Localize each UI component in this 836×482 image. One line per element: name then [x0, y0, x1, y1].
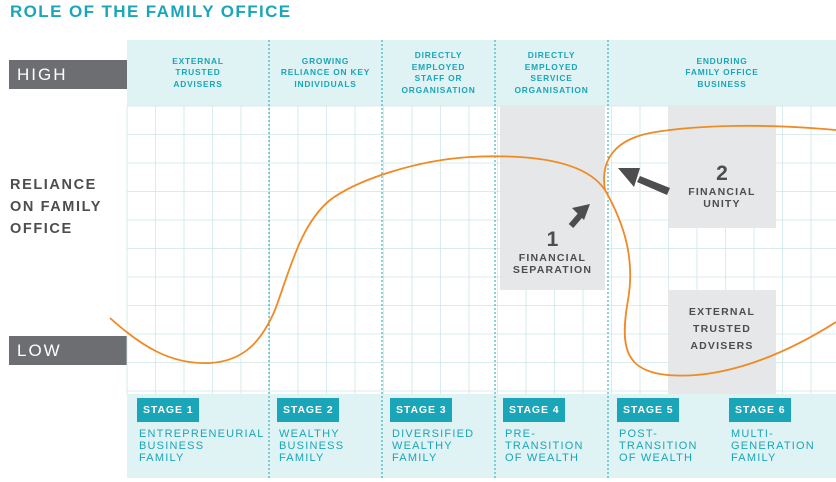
- box-external-advisers-bg: [668, 290, 776, 394]
- stage-3-description: DIVERSIFIED WEALTHY FAMILY: [392, 428, 474, 465]
- stage-5-line-1: POST-: [619, 428, 659, 440]
- stage-2-line-1: WEALTHY: [279, 428, 340, 440]
- header-2-line-1: GROWING: [301, 55, 350, 66]
- box-3-line-3: ADVISERS: [690, 340, 754, 352]
- header-1-line-1: EXTERNAL: [172, 55, 224, 66]
- header-3-line-2: EMPLOYED: [411, 61, 466, 72]
- stage-2-line-3: FAMILY: [279, 452, 325, 465]
- box-1-number: 1: [546, 228, 559, 251]
- box-1-line-2: SEPARATION: [512, 264, 593, 276]
- header-2-line-2: RELIANCE ON KEY: [280, 67, 371, 78]
- reliance-curve: [109, 155, 836, 377]
- header-band: [127, 40, 836, 106]
- stage-3-line-1: DIVERSIFIED: [392, 428, 475, 440]
- stage-4-line-2: TRANSITION: [505, 440, 584, 453]
- arrow-to-unity: [618, 168, 670, 195]
- box-financial-unity: 2 FINANCIAL UNITY: [668, 162, 776, 210]
- stage-2-line-2: BUSINESS: [279, 440, 345, 453]
- header-external-advisers: EXTERNAL TRUSTED ADVISERS: [127, 40, 269, 106]
- stage-2-badge: STAGE 2: [277, 398, 340, 422]
- header-enduring-office: ENDURING FAMILY OFFICE BUSINESS: [608, 40, 836, 106]
- box-2-line-2: UNITY: [703, 198, 741, 210]
- footer-band: [127, 394, 836, 478]
- box-financial-separation: 1 FINANCIAL SEPARATION: [500, 228, 605, 276]
- axis-high-tag: HIGH: [9, 60, 127, 89]
- stage-6-line-1: MULTI-: [731, 428, 775, 440]
- stage-1-description: ENTREPRENEURIAL BUSINESS FAMILY: [139, 428, 265, 465]
- header-4-line-2: EMPLOYED: [524, 61, 579, 72]
- box-financial-separation-bg: [500, 106, 605, 290]
- header-1-line-3: ADVISERS: [173, 78, 223, 89]
- header-5-line-3: BUSINESS: [697, 78, 747, 89]
- header-3-line-1: DIRECTLY: [414, 50, 463, 60]
- y-axis-label-line-2: ON FAMILY: [10, 199, 103, 215]
- header-5-line-2: FAMILY OFFICE: [685, 67, 759, 78]
- stage-2-description: WEALTHY BUSINESS FAMILY: [279, 428, 344, 465]
- stage-4-description: PRE- TRANSITION OF WEALTH: [505, 428, 584, 465]
- box-external-advisers: EXTERNAL TRUSTED ADVISERS: [668, 304, 776, 355]
- stage-6-line-2: GENERATION: [731, 440, 815, 453]
- stage-1-line-1: ENTREPRENEURIAL: [139, 428, 265, 440]
- stage-1-line-2: BUSINESS: [139, 440, 205, 453]
- box-1-line-1: FINANCIAL: [518, 252, 587, 264]
- stage-6-badge: STAGE 6: [729, 398, 792, 422]
- stage-5-badge: STAGE 5: [617, 398, 680, 422]
- stage-3-badge: STAGE 3: [390, 398, 453, 422]
- stage-3-line-3: FAMILY: [392, 452, 438, 465]
- header-4-line-1: DIRECTLY: [527, 50, 576, 60]
- stage-1-badge: STAGE 1: [137, 398, 200, 422]
- stage-dividers: [268, 40, 609, 478]
- header-4-line-3: SERVICE: [530, 73, 573, 83]
- header-employed-service: DIRECTLY EMPLOYED SERVICE ORGANISATION: [495, 40, 608, 106]
- header-growing-reliance: GROWING RELIANCE ON KEY INDIVIDUALS: [269, 40, 382, 106]
- header-1-line-2: TRUSTED: [175, 67, 221, 78]
- arrow-to-separation: [568, 204, 590, 228]
- diagram-title: ROLE OF THE FAMILY OFFICE: [10, 2, 292, 21]
- y-axis-label: RELIANCE ON FAMILY OFFICE: [10, 174, 102, 240]
- box-2-line-1: FINANCIAL: [688, 186, 756, 198]
- header-3-line-3: STAFF OR: [414, 73, 463, 83]
- stage-4-badge: STAGE 4: [503, 398, 566, 422]
- header-4-line-4: ORGANISATION: [514, 84, 589, 95]
- stage-5-line-3: OF WEALTH: [619, 452, 694, 465]
- box-3-line-1: EXTERNAL: [688, 306, 756, 318]
- axis-low-tag: LOW: [9, 336, 127, 365]
- header-2-line-3: INDIVIDUALS: [294, 78, 357, 89]
- box-3-line-2: TRUSTED: [693, 323, 751, 335]
- y-axis-label-line-1: RELIANCE: [10, 177, 97, 193]
- header-employed-staff: DIRECTLY EMPLOYED STAFF OR ORGANISATION: [382, 40, 495, 106]
- stage-5-description: POST- TRANSITION OF WEALTH: [619, 428, 698, 465]
- y-axis-label-line-3: OFFICE: [10, 221, 73, 237]
- stage-1-line-3: FAMILY: [139, 452, 185, 465]
- header-3-line-4: ORGANISATION: [401, 84, 476, 95]
- stage-3-line-2: WEALTHY: [392, 440, 453, 453]
- header-5-line-1: ENDURING: [696, 55, 748, 66]
- box-2-number: 2: [716, 162, 728, 185]
- stage-4-line-3: OF WEALTH: [505, 452, 580, 465]
- reliance-curve-upper: [603, 124, 836, 191]
- stage-5-line-2: TRANSITION: [619, 440, 698, 453]
- stage-4-line-1: PRE-: [505, 428, 537, 440]
- stage-6-line-3: FAMILY: [731, 452, 777, 465]
- stage-6-description: MULTI- GENERATION FAMILY: [731, 428, 815, 465]
